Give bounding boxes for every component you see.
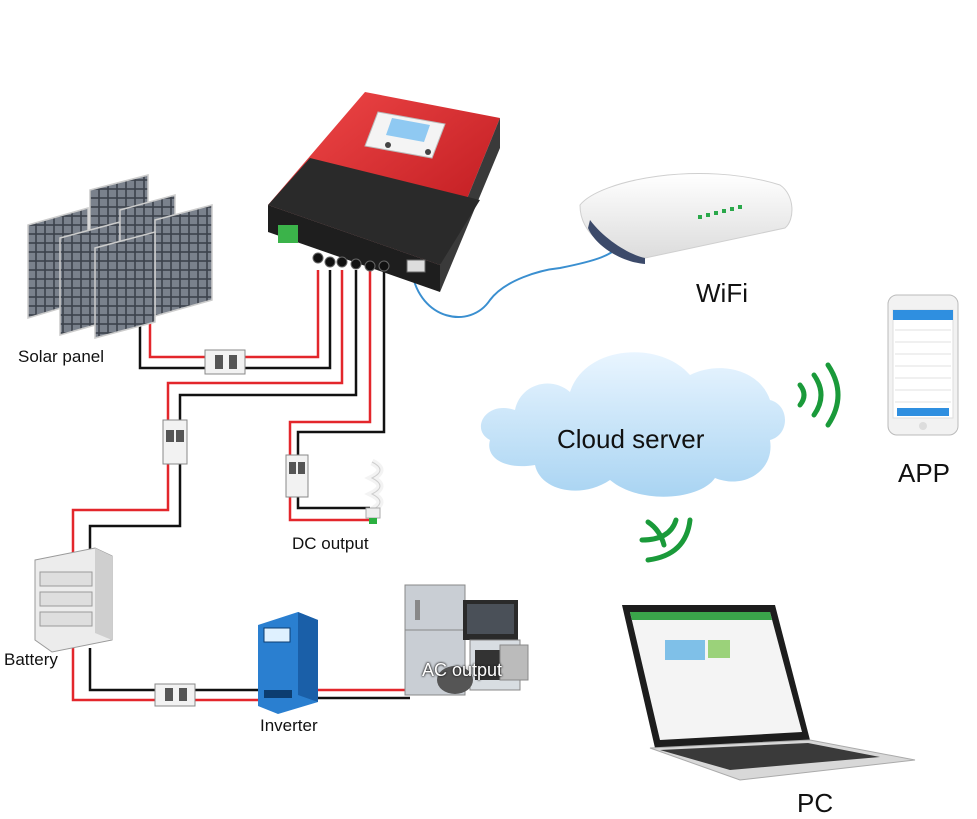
- network-cable: [411, 239, 621, 318]
- dc-breaker: [285, 454, 309, 498]
- dc-output-label: DC output: [292, 534, 369, 553]
- battery-cabinet: [34, 547, 113, 653]
- inverter-breaker: [154, 683, 196, 707]
- dc-output-wires: [288, 270, 386, 522]
- mppt-controller: [268, 92, 500, 292]
- wifi-label: WiFi: [696, 278, 748, 308]
- battery-label: Battery: [4, 650, 58, 669]
- pc-label: PC: [797, 788, 834, 818]
- inverter-label: Inverter: [260, 716, 318, 735]
- signal-waves-app: [797, 362, 841, 428]
- ac-appliances: [404, 584, 529, 696]
- solar-panel-array: [27, 174, 213, 339]
- solar-breaker: [204, 349, 246, 375]
- signal-waves-pc: [639, 517, 693, 563]
- laptop: [622, 605, 916, 781]
- cloud-icon: [480, 352, 785, 497]
- inverter-unit: [258, 612, 318, 714]
- wifi-router: [579, 173, 793, 264]
- inverter-wires: [71, 648, 410, 702]
- smartphone: [887, 294, 959, 436]
- app-label: APP: [898, 458, 951, 488]
- battery-breaker: [162, 419, 188, 465]
- ac-output-label: AC output: [422, 660, 503, 680]
- cloud-server-label: Cloud server: [557, 424, 705, 454]
- light-bulb: [364, 458, 384, 524]
- solar-panel-label: Solar panel: [18, 347, 105, 366]
